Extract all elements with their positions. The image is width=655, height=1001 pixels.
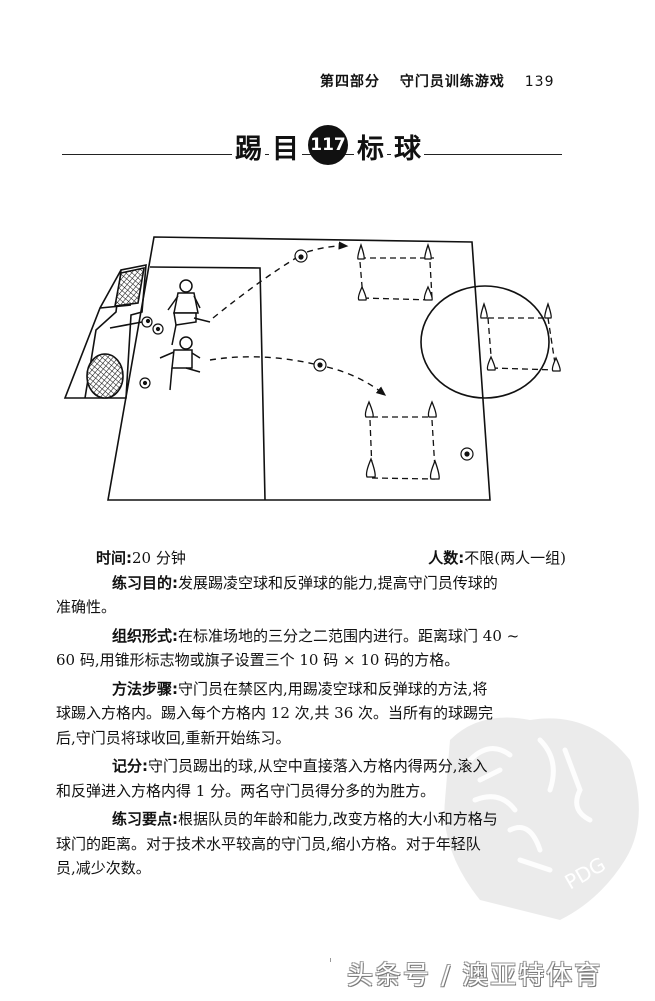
body-text: 时间:20 分钟 人数:不限(两人一组) 练习目的:发展踢凌空球和反弹球的能力,…: [56, 546, 572, 881]
page-number: 139: [524, 74, 555, 90]
section-key-points: 练习要点:根据队员的年龄和能力,改变方格的大小和方格与 球门的距离。对于技术水平…: [56, 807, 572, 881]
time-info: 时间:20 分钟: [96, 546, 186, 571]
section-label: 记分:: [112, 757, 148, 775]
section-text: 守门员在禁区内,用踢凌空球和反弹球的方法,将: [178, 679, 488, 698]
drill-diagram: [63, 236, 561, 501]
section-label: 组织形式:: [112, 626, 178, 645]
page-title: 踢 目 117 标 球: [232, 125, 424, 167]
time-value: 20 分钟: [132, 549, 186, 567]
title-char: 目: [269, 133, 302, 167]
people-value: 不限(两人一组): [464, 549, 566, 567]
running-header: 第四部分 守门员训练游戏 139: [320, 71, 554, 91]
section-label: 守门员训练游戏: [399, 74, 505, 90]
section-scoring: 记分:守门员踢出的球,从空中直接落入方格内得两分,滚入 和反弹进入方格内得 1 …: [56, 754, 572, 803]
section-text: 后,守门员将球收回,重新开始练习。: [56, 728, 291, 747]
section-text: 准确性。: [56, 598, 117, 616]
title-char: 踢: [232, 133, 265, 167]
cone-grid-1: [357, 242, 434, 301]
pdg-watermark-icon: PDG: [444, 717, 639, 920]
field-outline: [107, 236, 550, 501]
goalkeeper-figure-2: [159, 336, 201, 391]
section-text: 球踢入方格内。踢入每个方格内 12 次,共 36 次。当所有的球踢完: [56, 704, 494, 722]
section-text: 在标准场地的三分之二范围内进行。距离球门 40 ~: [178, 626, 520, 645]
ball-trajectory: [209, 241, 387, 396]
time-label: 时间:: [96, 549, 132, 567]
section-text: 60 码,用锥形标志物或旗子设置三个 10 码 × 10 码的方格。: [56, 651, 460, 669]
people-info: 人数:不限(两人一组): [428, 546, 566, 571]
section-text: 球门的距离。对于技术水平较高的守门员,缩小方格。对于年轻队: [56, 834, 481, 853]
section-text: 员,减少次数。: [56, 859, 151, 877]
section-label: 方法步骤:: [112, 679, 178, 698]
section-organization: 组织形式:在标准场地的三分之二范围内进行。距离球门 40 ~ 60 码,用锥形标…: [56, 624, 572, 673]
goalkeeper-figure-1: [167, 279, 211, 346]
section-text: 根据队员的年龄和能力,改变方格的大小和方格与: [178, 810, 498, 828]
section-text: 守门员踢出的球,从空中直接落入方格内得两分,滚入: [148, 757, 488, 775]
title-char: 球: [391, 133, 424, 167]
section-text: 发展踢凌空球和反弹球的能力,提高守门员传球的: [178, 573, 498, 592]
section-text: 和反弹进入方格内得 1 分。两名守门员得分多的为胜方。: [56, 781, 436, 800]
section-procedure: 方法步骤:守门员在禁区内,用踢凌空球和反弹球的方法,将 球踢入方格内。踢入每个方…: [56, 677, 572, 751]
cone-grid-3: [364, 400, 440, 480]
info-row: 时间:20 分钟 人数:不限(两人一组): [96, 546, 566, 571]
part-label: 第四部分: [320, 74, 380, 90]
section-label: 练习目的:: [112, 573, 178, 592]
title-char: 标: [354, 133, 387, 167]
people-label: 人数:: [428, 549, 465, 567]
exercise-number-badge: 117: [308, 125, 348, 165]
section-label: 练习要点:: [112, 810, 178, 828]
cone-grid-2: [480, 301, 561, 372]
soccer-ball-icons: [139, 249, 474, 461]
source-watermark: 头条号 / 澳亚特体育: [347, 961, 603, 991]
section-purpose: 练习目的:发展踢凌空球和反弹球的能力,提高守门员传球的 准确性。: [56, 571, 572, 620]
goal-icon: [63, 264, 147, 399]
scan-mark: [330, 958, 331, 962]
